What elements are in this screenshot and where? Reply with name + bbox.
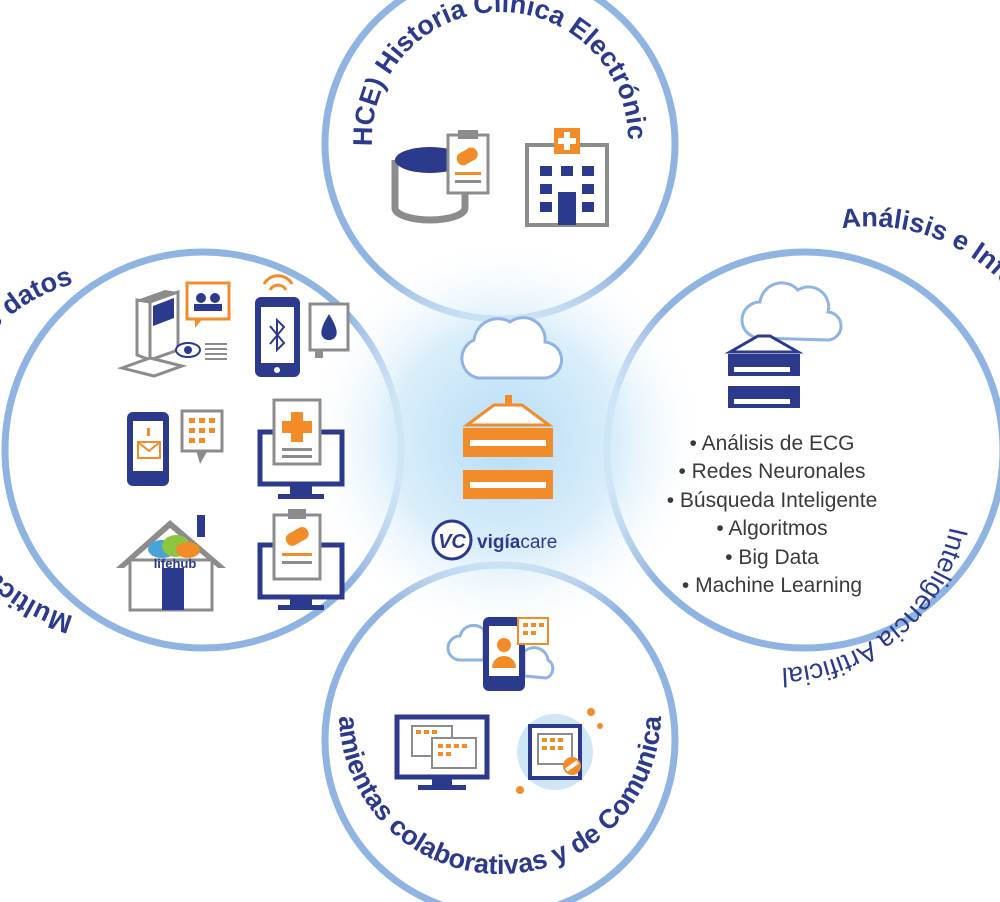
list-item: • Machine Learning (682, 574, 862, 597)
phone-user-icon (446, 617, 555, 691)
database-clipboard-icon (391, 130, 490, 224)
cloud-server-icon (724, 281, 843, 408)
brand-name: vigíacare (477, 532, 557, 553)
house-lifehub-icon: lifehub (116, 515, 226, 612)
center-cloud-icon (460, 316, 564, 380)
list-item: • Algoritmos (716, 517, 827, 540)
lifehub-label: lifehub (154, 556, 197, 571)
center-server-icon (462, 395, 554, 499)
list-item: • Redes Neuronales (678, 460, 865, 483)
tablet-chat-icon (516, 708, 603, 794)
list-item: • Análisis de ECG (690, 432, 855, 455)
video-chat-icon (185, 281, 231, 328)
list-item: • Big Data (725, 546, 819, 569)
monitor-medical-icon (257, 398, 345, 499)
logo-letters: VC (438, 531, 466, 553)
hospital-icon (525, 128, 609, 227)
analisis-list: • Análisis de ECG • Redes Neuronales • B… (667, 432, 878, 597)
blood-drop-icon (308, 302, 350, 358)
phone-bluetooth-icon (255, 274, 300, 377)
monitor-clipboard-icon (257, 509, 345, 610)
monitor-chat-icon (394, 714, 490, 790)
chat-bubble-icon (180, 409, 224, 464)
vigiacare-logo: VC vigíacare (431, 519, 557, 561)
list-item: • Búsqueda Inteligente (667, 489, 878, 512)
eye-icon (175, 342, 227, 360)
phone-mail-icon (127, 412, 169, 486)
